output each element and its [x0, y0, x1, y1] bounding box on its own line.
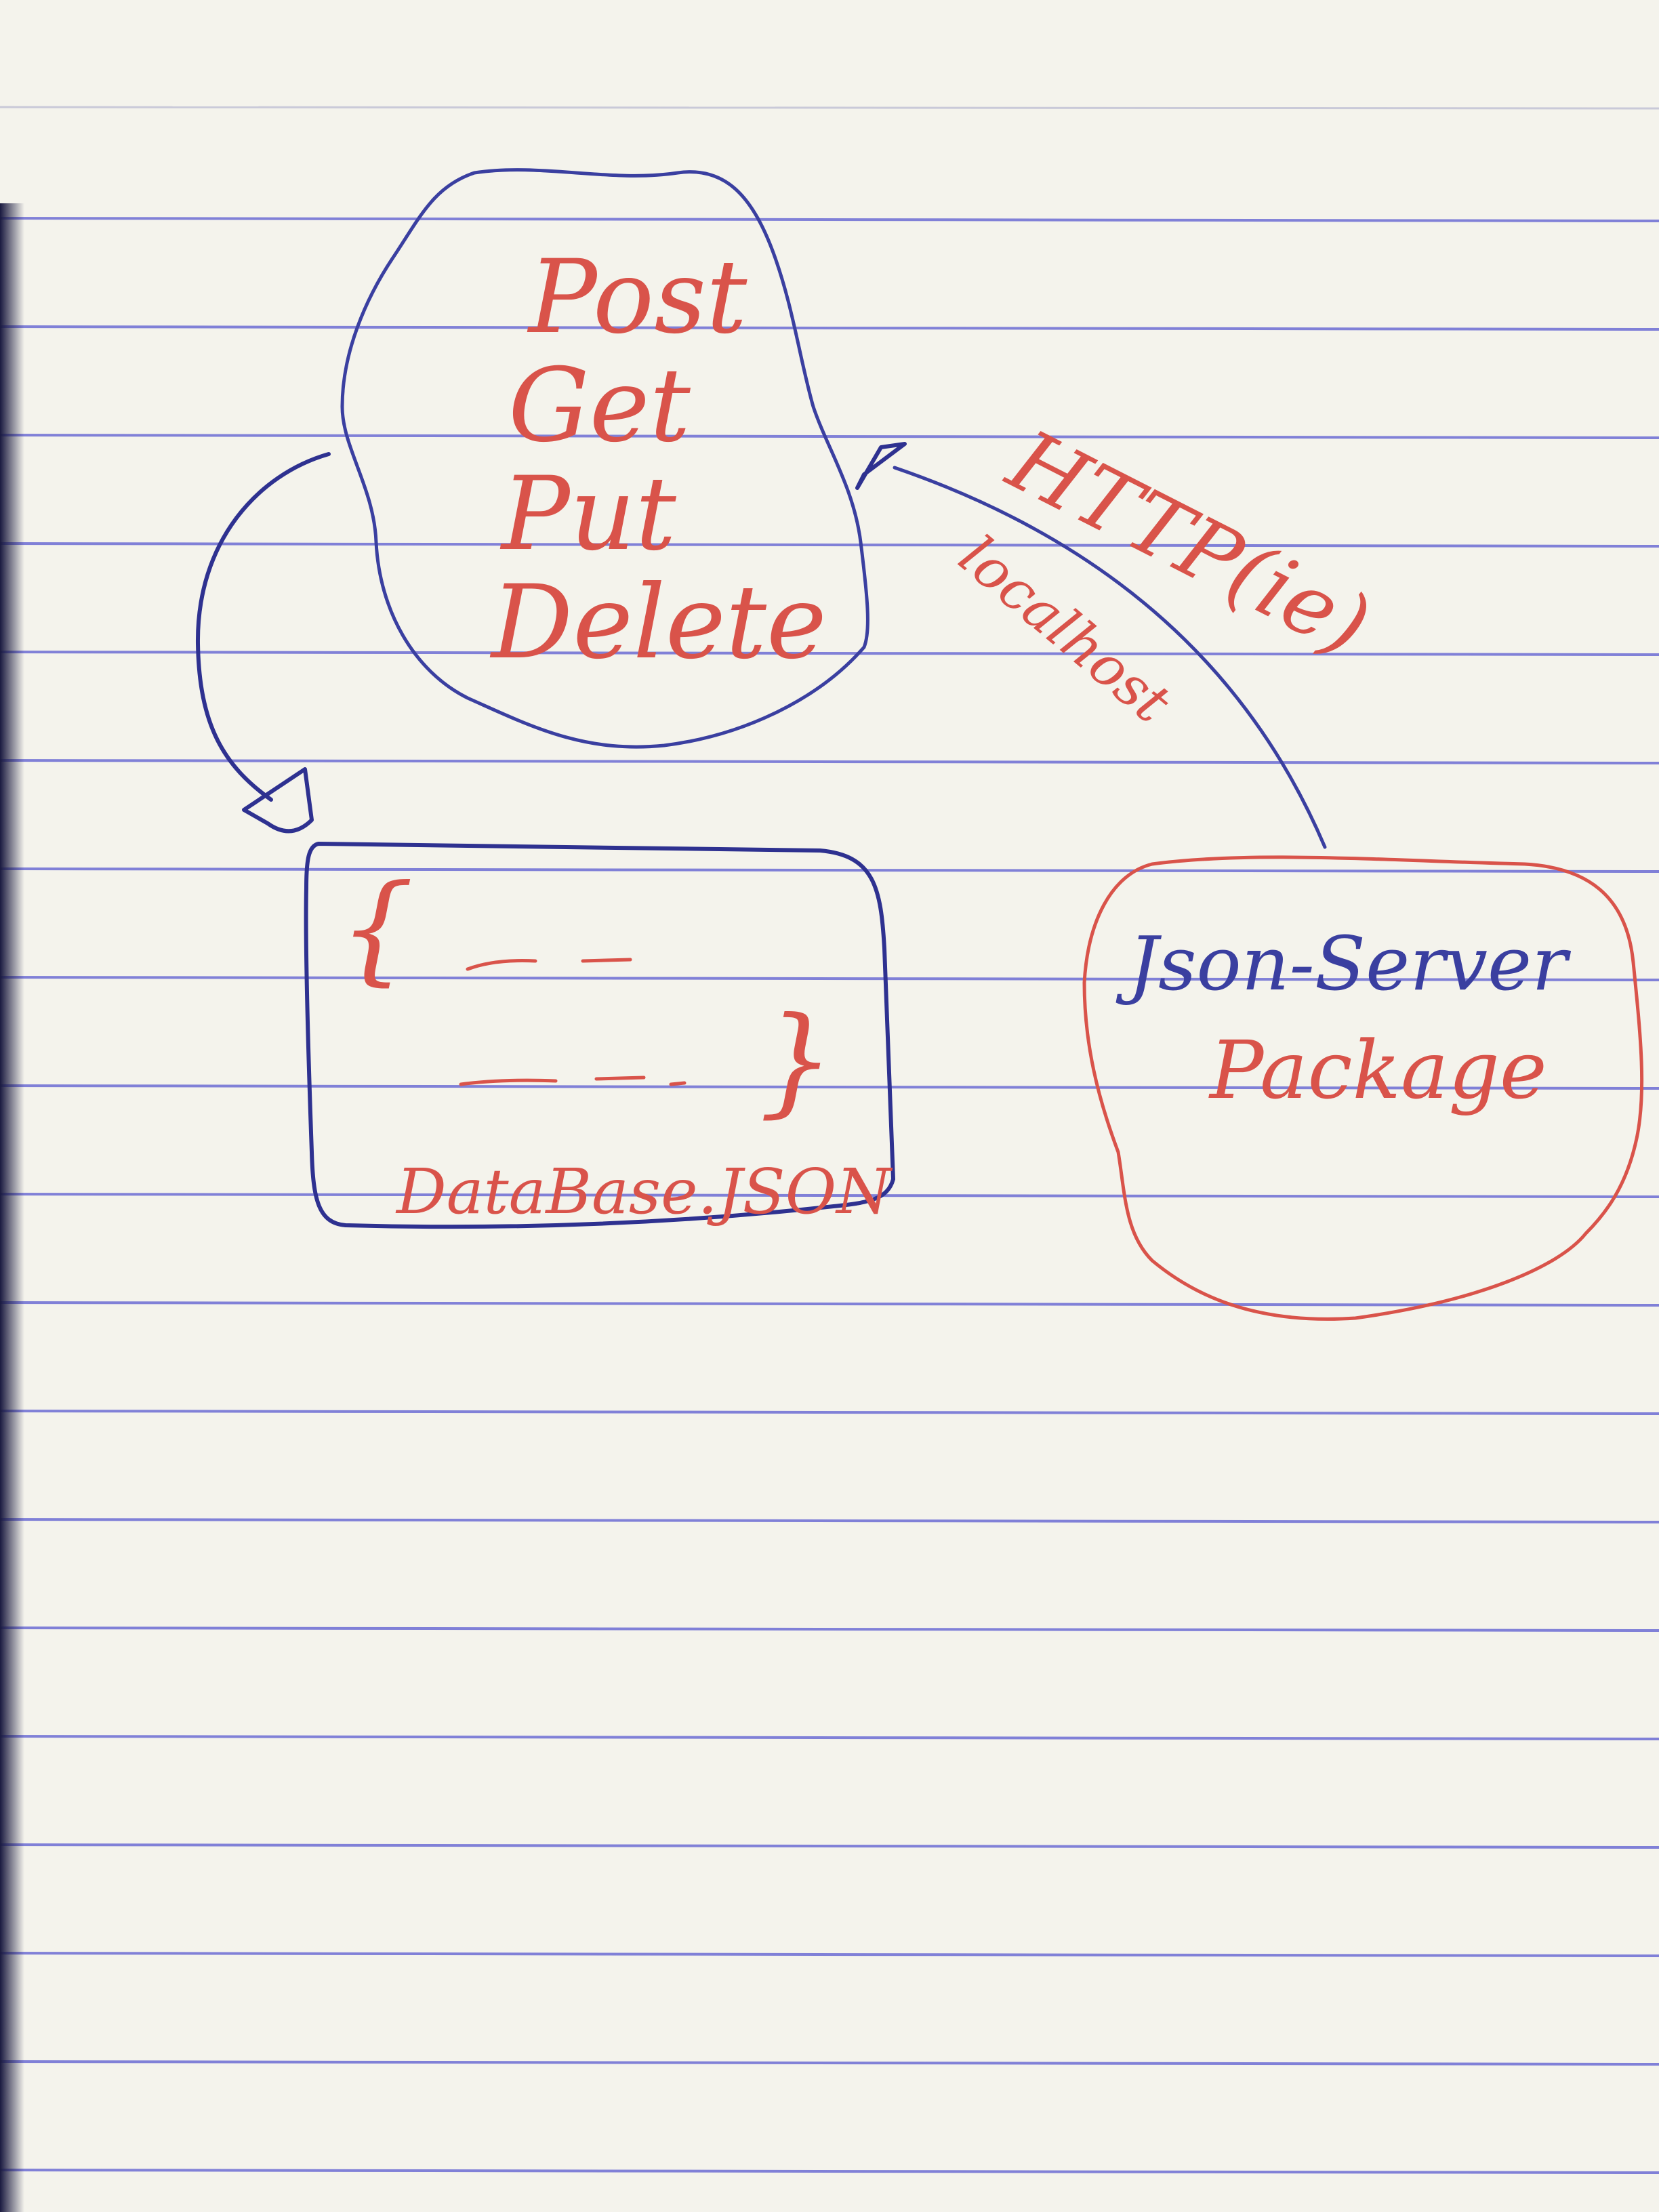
methods-cloud-outline — [340, 168, 869, 749]
method-post: Post — [527, 239, 747, 356]
json-open-brace: { — [339, 860, 414, 998]
ruled-lines — [0, 217, 1659, 2174]
arrow-to-database-shaft — [195, 452, 331, 802]
methods-cloud: Post Get Put Delete — [340, 168, 869, 749]
database-caption: DataBase.JSON — [395, 1155, 893, 1228]
ruled-line — [0, 651, 1659, 656]
ruled-line — [0, 434, 1659, 439]
server-title: Json-Server — [1115, 920, 1572, 1007]
header-line — [0, 106, 1659, 110]
arrow-to-database — [195, 452, 331, 834]
json-close-brace: } — [759, 992, 834, 1130]
ruled-line — [0, 1410, 1659, 1415]
method-put: Put — [499, 455, 677, 573]
database-box-outline — [304, 841, 896, 1229]
ruled-line — [0, 1952, 1659, 1957]
ruled-line — [0, 2169, 1659, 2174]
ruled-line — [0, 1518, 1659, 1523]
ruled-line — [0, 1301, 1659, 1307]
ruled-line — [0, 325, 1659, 331]
arrow-to-methods — [855, 442, 1327, 849]
ruled-line — [0, 542, 1659, 548]
ruled-line — [0, 1843, 1659, 1849]
ruled-line — [0, 976, 1659, 981]
method-get: Get — [508, 347, 691, 465]
ruled-line — [0, 1084, 1659, 1090]
ruled-line — [0, 2060, 1659, 2066]
server-cloud: Json-Server Package — [1082, 855, 1644, 1321]
server-subtitle: Package — [1208, 1023, 1547, 1117]
json-placeholder-line-2 — [459, 1076, 687, 1086]
method-delete: Delete — [489, 564, 827, 682]
arrow-to-methods-head — [855, 442, 907, 490]
ruled-line — [0, 1735, 1659, 1740]
arrow-to-database-head — [242, 767, 314, 834]
page-left-edge — [0, 203, 24, 2212]
ruled-line — [0, 867, 1659, 873]
ruled-line — [0, 759, 1659, 764]
json-placeholder-line-1 — [466, 958, 632, 971]
ruled-line — [0, 217, 1659, 222]
server-cloud-outline — [1082, 855, 1644, 1321]
ruled-line — [0, 1626, 1659, 1632]
database-box: { } DataBase.JSON — [304, 841, 896, 1229]
arrow-to-methods-shaft — [893, 466, 1327, 849]
ruled-line — [0, 1193, 1659, 1198]
